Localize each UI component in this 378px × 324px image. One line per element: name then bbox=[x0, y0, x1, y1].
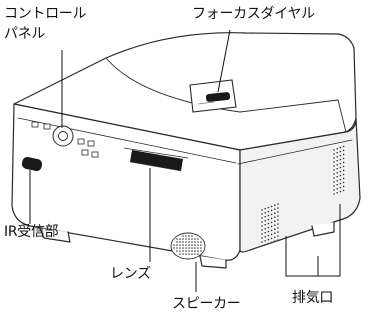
label-control-panel-line2: パネル bbox=[4, 26, 46, 42]
control-panel bbox=[31, 121, 99, 158]
projector-top-surface bbox=[13, 32, 357, 151]
projector-side-face bbox=[239, 117, 361, 253]
leader-exhaust bbox=[285, 204, 341, 277]
label-lens: レンズ bbox=[110, 266, 151, 282]
speaker-grille bbox=[170, 232, 206, 260]
label-ir-receiver: IR受信部 bbox=[4, 224, 59, 240]
exhaust-vent-grille bbox=[261, 145, 345, 247]
lens-window bbox=[123, 147, 189, 172]
ir-receiver-window bbox=[21, 156, 43, 172]
focus-dial-housing bbox=[189, 79, 237, 113]
leader-focus-dial bbox=[217, 29, 231, 93]
label-focus-dial: フォーカスダイヤル bbox=[192, 6, 315, 22]
label-exhaust: 排気口 bbox=[292, 290, 334, 306]
focus-dial-wheel bbox=[205, 92, 231, 102]
label-control-panel-line1: コントロール bbox=[4, 6, 87, 22]
label-speaker: スピーカー bbox=[172, 296, 241, 312]
